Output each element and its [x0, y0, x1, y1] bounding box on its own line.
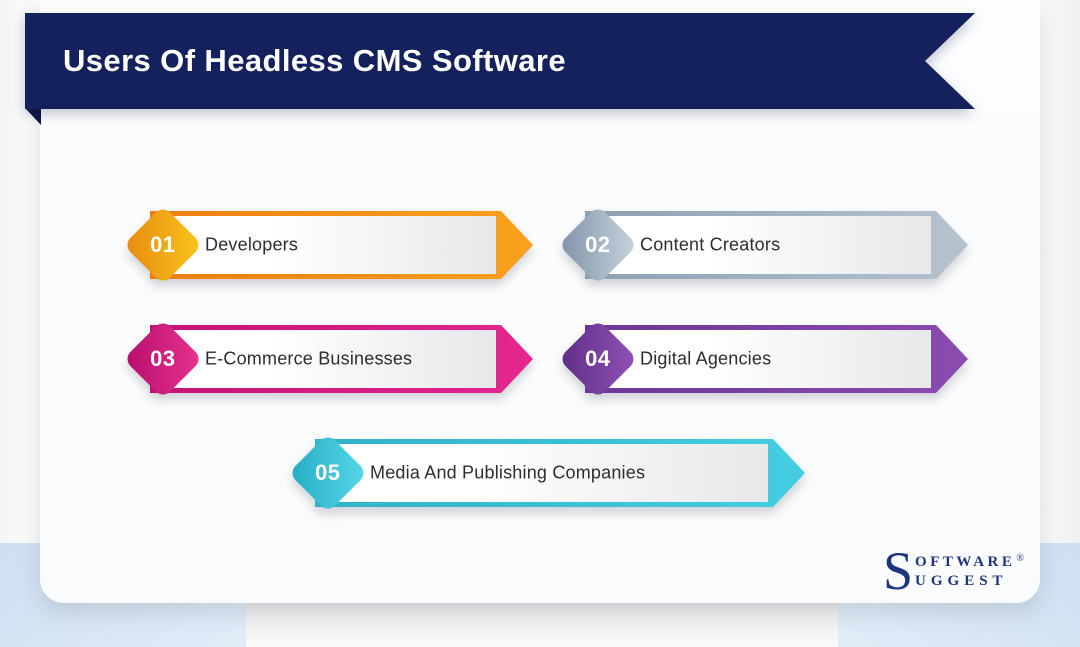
user-item-ecommerce-businesses: 03 E-Commerce Businesses [123, 317, 533, 401]
pennant-inner [317, 444, 768, 502]
pennant-inner [152, 216, 496, 274]
item-number: 03 [150, 345, 176, 371]
logo-wordmark: OFTWARE ® UGGEST [915, 551, 1024, 590]
item-number: 04 [585, 345, 611, 371]
user-item-content-creators: 02 Content Creators [558, 203, 968, 287]
pennant-banner [150, 325, 533, 393]
softwaresuggest-logo: S OFTWARE ® UGGEST [883, 541, 1024, 601]
item-number: 01 [150, 231, 176, 257]
item-number: 02 [585, 231, 611, 257]
pennant-banner [315, 439, 805, 507]
item-number: 05 [315, 459, 341, 485]
logo-line2: UGGEST [915, 573, 1008, 589]
title-ribbon: Users Of Headless CMS Software [25, 13, 975, 109]
user-item-media-publishing: 05 Media And Publishing Companies [288, 431, 805, 515]
pennant-shape-group: 03 [123, 317, 533, 401]
pennant-banner [150, 211, 533, 279]
user-item-digital-agencies: 04 Digital Agencies [558, 317, 968, 401]
pennant-inner [587, 216, 931, 274]
item-label: Media And Publishing Companies [370, 462, 646, 483]
pennant-inner [587, 330, 931, 388]
item-label: Content Creators [640, 234, 781, 255]
title-ribbon-wrap: Users Of Headless CMS Software [25, 13, 975, 109]
registered-trademark-icon: ® [1016, 553, 1024, 564]
pennant-inner [152, 330, 496, 388]
pennant-shape-group: 02 [558, 203, 968, 287]
ribbon-fold [25, 108, 41, 125]
item-label: Digital Agencies [640, 348, 772, 369]
pennant-banner [585, 211, 968, 279]
pennant-shape-group: 05 [288, 431, 805, 515]
item-label: E-Commerce Businesses [205, 348, 413, 369]
item-label: Developers [205, 234, 299, 255]
logo-initial: S [883, 541, 914, 601]
logo-line1: OFTWARE [915, 554, 1016, 570]
pennant-shape-group: 01 [123, 203, 533, 287]
user-item-developers: 01 Developers [123, 203, 533, 287]
pennant-banner [585, 325, 968, 393]
pennant-shape-group: 04 [558, 317, 968, 401]
page-title: Users Of Headless CMS Software [63, 43, 567, 78]
